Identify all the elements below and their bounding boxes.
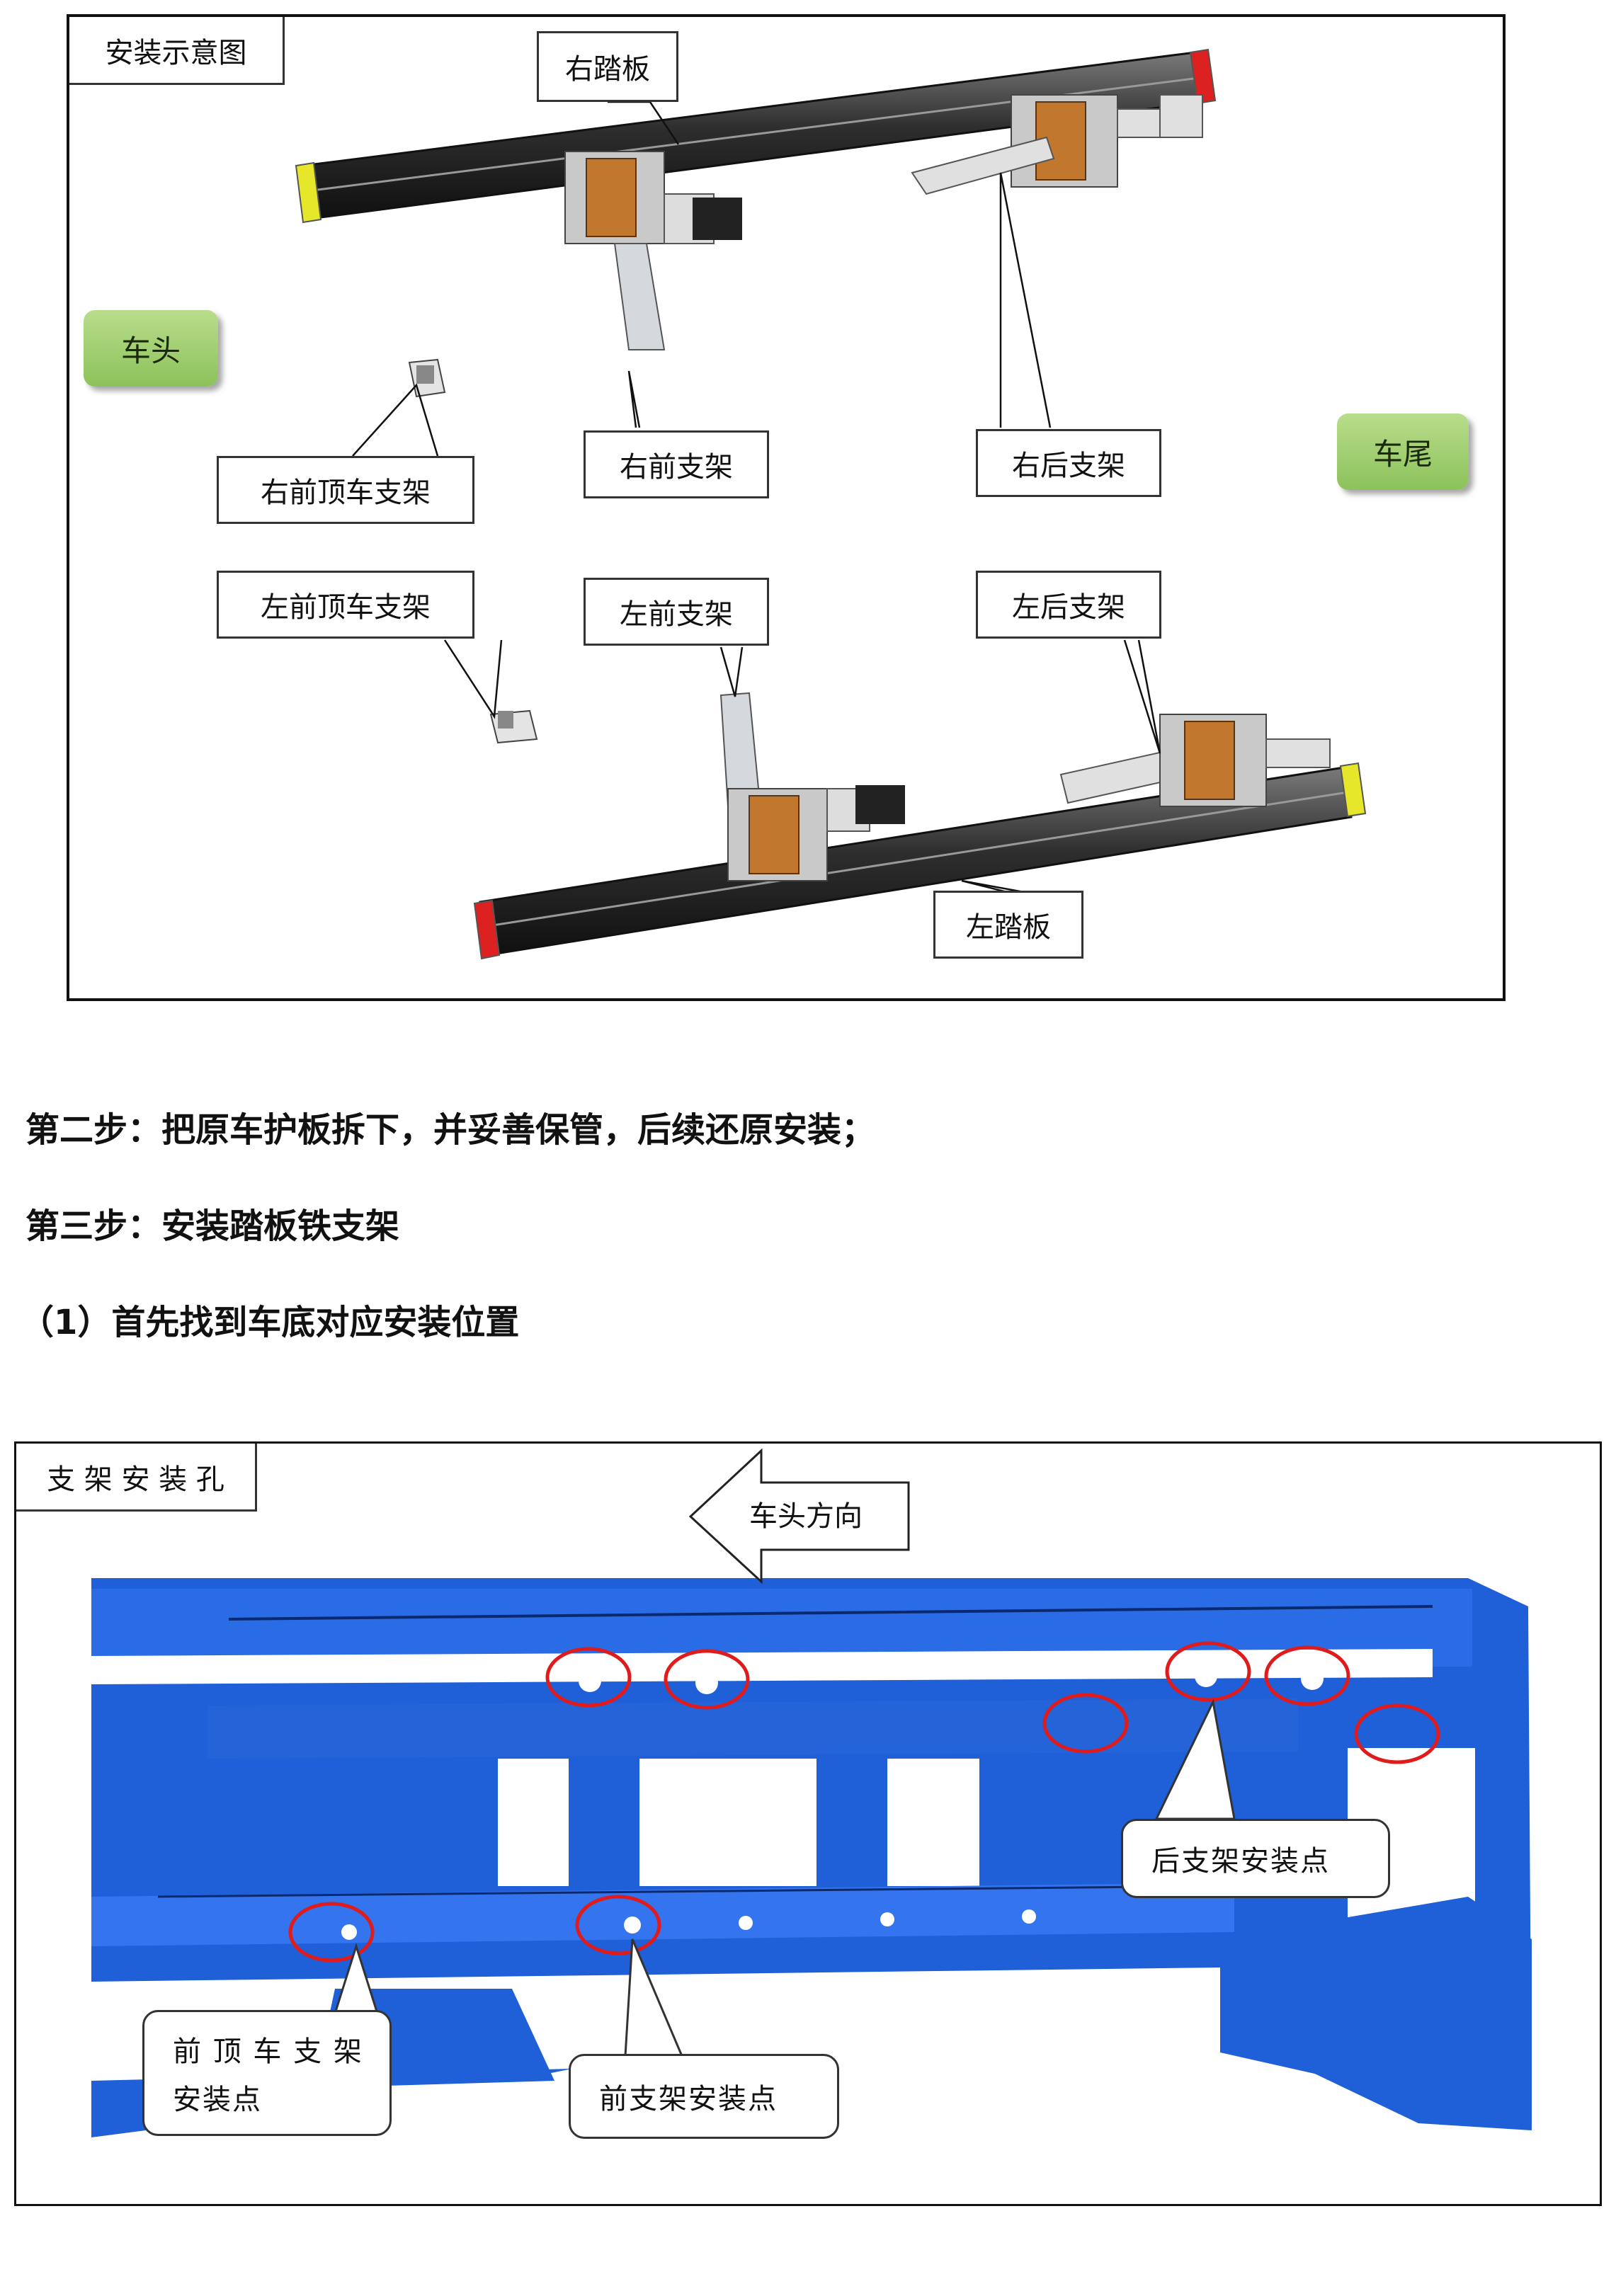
- right-board-label: 右踏板: [537, 31, 678, 102]
- left-front-top-bracket-label: 左前顶车支架: [217, 571, 474, 639]
- hole-diagram-title: 支 架 安 装 孔: [16, 1444, 257, 1512]
- left-front-bracket-label: 左前支架: [584, 578, 769, 646]
- left-rear-bracket-label: 左后支架: [976, 571, 1161, 639]
- bracket-hole-diagram: 支 架 安 装 孔 车头方向 后支架安装点 前支架安装点 前 顶 车 支 架 安…: [14, 1441, 1602, 2206]
- right-rear-bracket-part: [911, 94, 1203, 195]
- right-front-top-bracket-part: [408, 358, 446, 398]
- left-running-board: [473, 762, 1367, 960]
- front-top-bracket-point-callout: 前 顶 车 支 架 安装点: [142, 2010, 392, 2136]
- hole-highlight: [288, 1902, 375, 1963]
- hole-highlight: [664, 1649, 750, 1710]
- left-board-label: 左踏板: [933, 891, 1083, 959]
- sub-step-one-text: （1）首先找到车底对应安装位置: [20, 1303, 520, 1342]
- front-direction-arrow-icon: [688, 1448, 910, 1584]
- rear-bracket-point-callout: 后支架安装点: [1121, 1819, 1390, 1898]
- installation-diagram-drawing: [295, 48, 1367, 960]
- hole-highlight: [575, 1895, 661, 1955]
- step-three-text: 第三步：安装踏板铁支架: [25, 1206, 400, 1246]
- chassis-underbody-drawing: [91, 1448, 1532, 2137]
- left-front-top-bracket-part: [489, 709, 538, 744]
- hole-highlight: [545, 1647, 632, 1708]
- hole-highlight: [1264, 1645, 1350, 1706]
- right-rear-bracket-label: 右后支架: [976, 429, 1161, 497]
- diagram-title: 安装示意图: [69, 17, 285, 85]
- left-front-bracket-part: [719, 692, 905, 881]
- callout-line-1: 前 顶 车 支 架: [173, 2035, 363, 2068]
- right-front-bracket-label: 右前支架: [584, 430, 769, 498]
- callout-line-2: 安装点: [173, 2084, 262, 2116]
- step-two-text: 第二步：把原车护板拆下，并妥善保管，后续还原安装；: [25, 1110, 876, 1150]
- right-running-board: [295, 48, 1217, 224]
- installation-diagram: 安装示意图 右踏板 右前顶车支架 右前支架 右后支架 左前顶车支架 左前支架 左…: [67, 14, 1506, 1001]
- right-front-top-bracket-label: 右前顶车支架: [217, 456, 474, 524]
- right-front-bracket-part: [564, 151, 742, 350]
- leader-lines: [352, 101, 1161, 896]
- hole-highlight: [1165, 1641, 1251, 1702]
- left-rear-bracket-part: [1059, 714, 1331, 807]
- front-bracket-point-callout: 前支架安装点: [569, 2054, 839, 2139]
- vehicle-rear-button[interactable]: 车尾: [1337, 413, 1469, 490]
- hole-highlight: [1354, 1703, 1440, 1764]
- vehicle-front-button[interactable]: 车头: [84, 310, 218, 387]
- front-direction-label: 车头方向: [749, 1500, 863, 1533]
- mounting-point-highlights: [288, 1641, 1440, 1963]
- hole-highlight: [1042, 1693, 1129, 1754]
